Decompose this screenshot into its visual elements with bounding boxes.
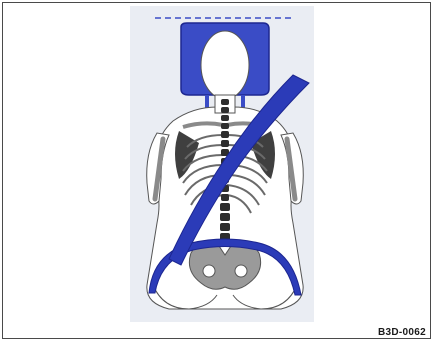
head — [201, 31, 249, 99]
headrest-post-left — [205, 95, 209, 109]
figure-code: B3D-0062 — [378, 327, 426, 338]
figure-frame — [2, 2, 431, 339]
pelvis-hole-left — [203, 265, 215, 277]
pelvis-hole-right — [235, 265, 247, 277]
headrest-post-right — [241, 95, 245, 109]
seatbelt-illustration — [3, 3, 432, 340]
